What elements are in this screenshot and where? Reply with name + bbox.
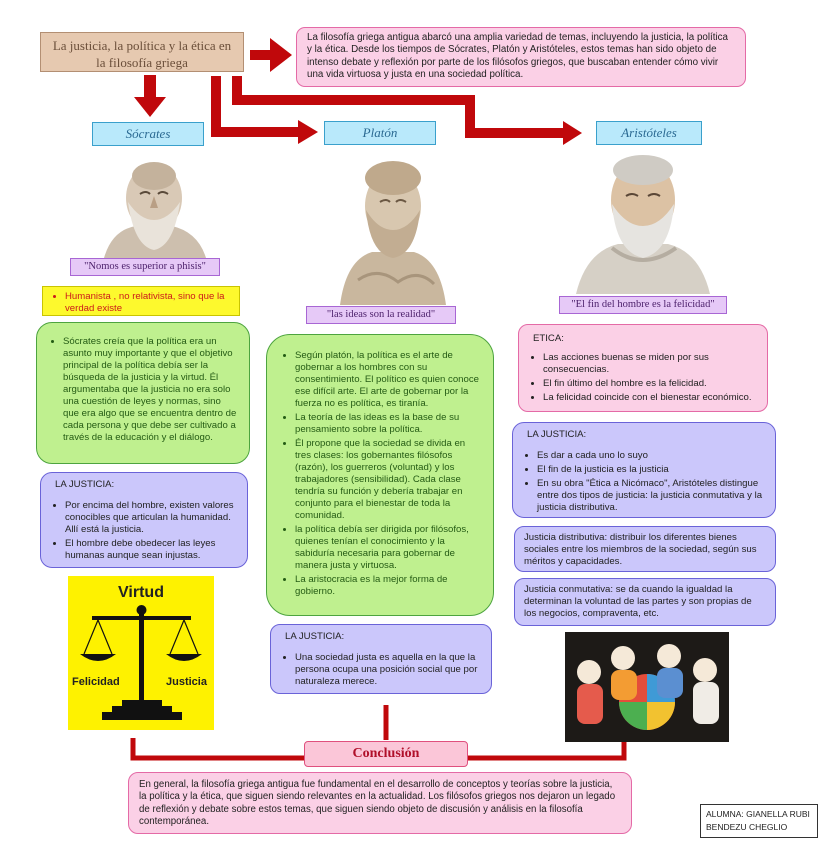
main-title: La justicia, la política y la ética en l…: [40, 32, 244, 72]
socrates-justice-item: El hombre debe obedecer las leyes humana…: [65, 537, 237, 562]
platon-point: Él propone que la sociedad se divida en …: [295, 437, 481, 522]
commutative-justice-box: Justicia conmutativa: se da cuando la ig…: [514, 578, 776, 626]
aristoteles-ethics-item: Las acciones buenas se miden por sus con…: [543, 351, 757, 376]
aristoteles-label: Aristóteles: [596, 121, 702, 145]
aristoteles-justice-item: Es dar a cada uno lo suyo: [537, 449, 765, 462]
socrates-bust-icon: [94, 150, 214, 258]
platon-justice-heading: LA JUSTICIA:: [285, 631, 345, 642]
group-discussion-icon: [565, 632, 729, 742]
platon-statue-icon: [338, 150, 448, 305]
platon-justice-item: Una sociedad justa es aquella en la que …: [295, 651, 481, 688]
scale-icon: [80, 605, 202, 720]
aristoteles-bust-icon: [572, 148, 714, 294]
platon-quote: "las ideas son la realidad": [306, 306, 456, 324]
aristoteles-justice-box: LA JUSTICIA: Es dar a cada uno lo suyo E…: [512, 422, 776, 518]
aristoteles-justice-item: El fin de la justicia es la justicia: [537, 463, 765, 476]
aristoteles-quote: "El fin del hombre es la felicidad": [559, 296, 727, 314]
aristoteles-justice-heading: LA JUSTICIA:: [527, 429, 587, 440]
conclusion-text: En general, la filosofía griega antigua …: [128, 772, 632, 834]
socrates-justice-box: LA JUSTICIA: Por encima del hombre, exis…: [40, 472, 248, 568]
conclusion-title: Conclusión: [304, 741, 468, 767]
aristoteles-ethics-item: El fin último del hombre es la felicidad…: [543, 377, 757, 390]
socrates-label: Sócrates: [92, 122, 204, 146]
arrow-to-platon: [211, 76, 318, 144]
socrates-traits: Humanista , no relativista, sino que la …: [42, 286, 240, 316]
aristoteles-ethics-box: ETICA: Las acciones buenas se miden por …: [518, 324, 768, 412]
felicidad-label: Felicidad: [72, 676, 120, 688]
author-line-2: BENDEZU CHEGLIO: [706, 822, 788, 832]
justicia-label: Justicia: [166, 676, 207, 688]
platon-points-box: Según platón, la política es el arte de …: [266, 334, 494, 616]
platon-label: Platón: [324, 121, 436, 145]
author-line-1: ALUMNA: GIANELLA RUBI: [706, 809, 810, 819]
socrates-trait: Humanista , no relativista, sino que la …: [65, 290, 231, 315]
socrates-politics-text: Sócrates creía que la política era un as…: [63, 335, 239, 444]
socrates-justice-heading: LA JUSTICIA:: [55, 479, 115, 490]
virtud-title: Virtud: [118, 584, 164, 601]
virtud-scale-image: Virtud Felicidad Justicia: [68, 576, 214, 730]
platon-point: La aristocracia es la mejor forma de gob…: [295, 573, 481, 598]
socrates-quote: "Nomos es superior a phisis": [70, 258, 220, 276]
aristoteles-ethics-item: La felicidad coincide con el bienestar e…: [543, 391, 757, 404]
conclusion-connector: [130, 705, 627, 761]
platon-point: La teoría de las ideas es la base de su …: [295, 411, 481, 436]
aristoteles-justice-item: En su obra "Ética a Nicómaco", Aristótel…: [537, 477, 765, 514]
platon-justice-box: LA JUSTICIA: Una sociedad justa es aquel…: [270, 624, 492, 694]
arrow-to-socrates: [134, 75, 166, 117]
distributive-justice-box: Justicia distributiva: distribuir los di…: [514, 526, 776, 572]
socrates-justice-item: Por encima del hombre, existen valores c…: [65, 499, 237, 536]
arrow-to-intro: [250, 38, 292, 72]
platon-point: la política debía ser dirigida por filós…: [295, 523, 481, 572]
intro-box: La filosofía griega antigua abarcó una a…: [296, 27, 746, 87]
platon-point: Según platón, la política es el arte de …: [295, 349, 481, 410]
arrow-to-aristoteles: [232, 76, 582, 145]
socrates-politics-box: Sócrates creía que la política era un as…: [36, 322, 250, 464]
author-box: ALUMNA: GIANELLA RUBI BENDEZU CHEGLIO: [700, 804, 818, 838]
aristoteles-ethics-heading: ETICA:: [533, 333, 564, 344]
